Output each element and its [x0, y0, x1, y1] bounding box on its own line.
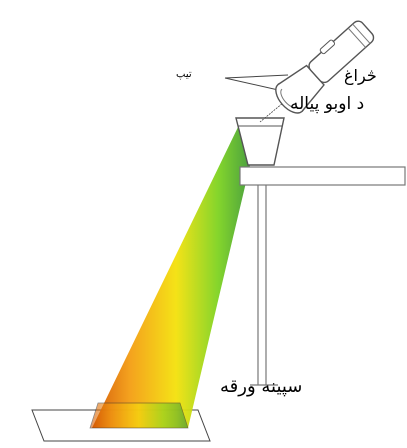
white-paper-label: سپينه ورقه	[220, 376, 303, 397]
table-top	[239, 166, 406, 186]
water-cup-label: د اوبو پیاله	[290, 94, 365, 114]
spectrum-beam	[92, 123, 260, 428]
flashlight-icon	[275, 20, 375, 114]
tube-label: تیپ	[176, 69, 192, 80]
spectrum-base	[89, 402, 189, 429]
paper-sheet	[31, 409, 211, 442]
water-cup	[235, 117, 285, 166]
tube-pointer-2	[224, 74, 289, 79]
flashlight-label: څراغ	[344, 66, 377, 85]
